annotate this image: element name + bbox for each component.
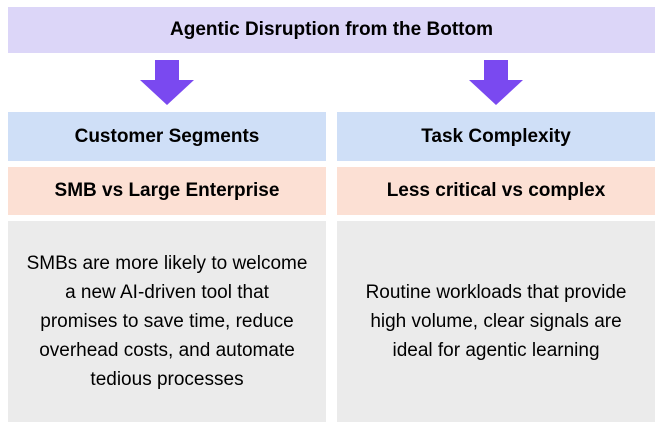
arrow-row — [8, 53, 655, 112]
column-header: Customer Segments — [8, 112, 326, 161]
down-arrow-icon — [469, 60, 523, 105]
down-arrow-shape — [469, 60, 523, 105]
column-body-text: Routine workloads that provide high volu… — [337, 221, 655, 422]
diagram-title: Agentic Disruption from the Bottom — [170, 19, 493, 40]
column-header-label: Task Complexity — [421, 125, 571, 147]
column-subheader: SMB vs Large Enterprise — [8, 167, 326, 215]
down-arrow-icon — [140, 60, 194, 105]
column-body-text: SMBs are more likely to welcome a new AI… — [8, 221, 326, 422]
down-arrow-shape — [140, 60, 194, 105]
column-task-complexity: Task Complexity Less critical vs complex… — [337, 112, 655, 422]
column-subheader: Less critical vs complex — [337, 167, 655, 215]
column-header-label: Customer Segments — [74, 125, 260, 147]
columns: Customer Segments SMB vs Large Enterpris… — [8, 112, 655, 422]
column-customer-segments: Customer Segments SMB vs Large Enterpris… — [8, 112, 326, 422]
title-bar: Agentic Disruption from the Bottom — [8, 7, 655, 53]
column-subheader-label: SMB vs Large Enterprise — [54, 180, 280, 201]
column-subheader-label: Less critical vs complex — [386, 180, 606, 201]
column-header: Task Complexity — [337, 112, 655, 161]
